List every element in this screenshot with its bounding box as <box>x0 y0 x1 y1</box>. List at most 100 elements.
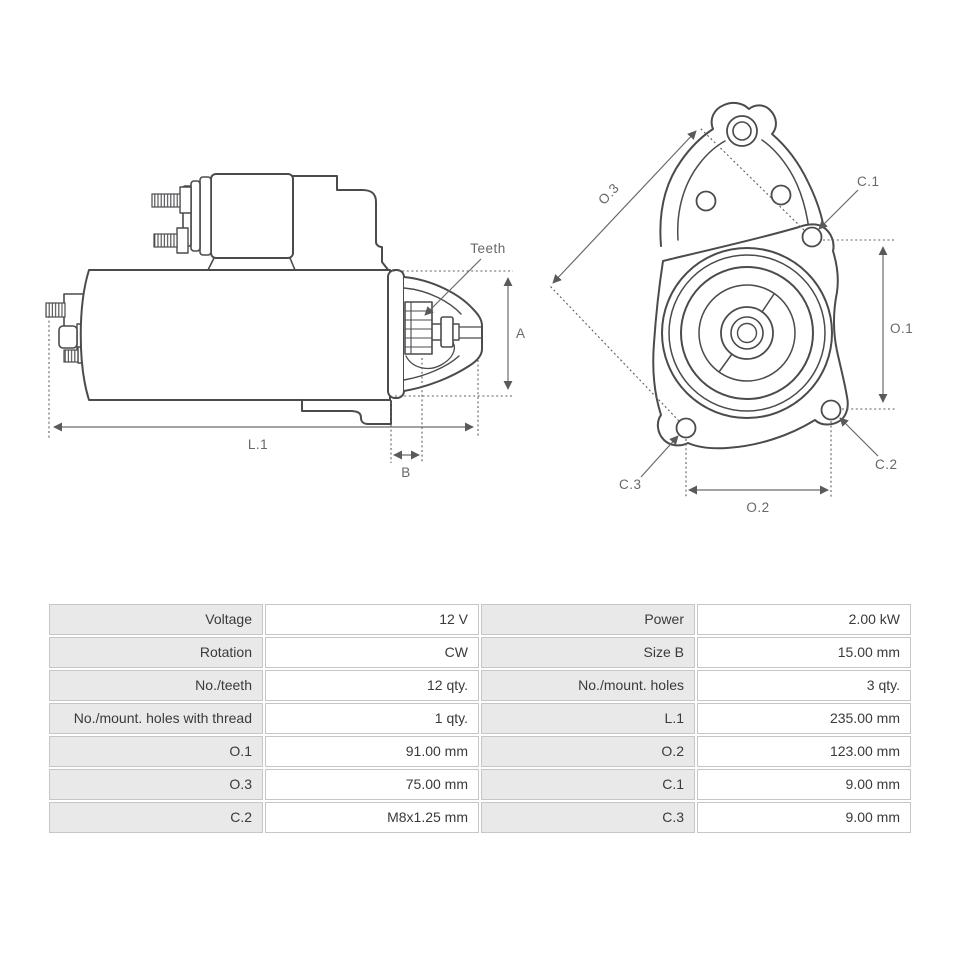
dim-label-b: B <box>401 465 411 480</box>
spec-value-cell: M8x1.25 mm <box>265 802 479 833</box>
dim-label-c3: C.3 <box>619 477 642 492</box>
spec-value-cell: CW <box>265 637 479 668</box>
top-hole-inner <box>732 121 752 141</box>
flange-circle-recess <box>698 284 796 382</box>
mount-hole-c3 <box>675 417 697 439</box>
spec-value-cell: 9.00 mm <box>697 769 911 800</box>
flange-circle-outer <box>661 247 833 419</box>
c3-leader <box>640 435 679 478</box>
spec-label-cell: Rotation <box>49 637 263 668</box>
rear-housing-outline <box>292 175 390 272</box>
pinion <box>404 301 433 355</box>
mount-hole-c1 <box>801 226 823 248</box>
dim-o2-extensions <box>685 421 832 497</box>
table-row: C.2 M8x1.25 mm C.3 9.00 mm <box>49 802 911 833</box>
shaft-nut <box>440 316 454 348</box>
solenoid-cap-ring-1 <box>199 176 212 256</box>
dim-label-c1: C.1 <box>857 174 880 189</box>
spec-label-cell: L.1 <box>481 703 695 734</box>
shaft-tip-lines <box>458 326 482 339</box>
dim-label-o3: O.3 <box>595 180 622 207</box>
spec-label-cell: O.2 <box>481 736 695 767</box>
hub-circle <box>720 306 774 360</box>
bracket-hole-right <box>770 184 792 206</box>
spec-table: Voltage 12 V Power 2.00 kW Rotation CW S… <box>47 602 913 835</box>
spec-label-cell: O.3 <box>49 769 263 800</box>
solenoid-stud-thread-2 <box>153 233 178 248</box>
spec-label-cell: C.2 <box>49 802 263 833</box>
spec-label-cell: Power <box>481 604 695 635</box>
shaft-circle <box>730 316 764 350</box>
left-stud-thread <box>45 302 66 318</box>
table-row: No./mount. holes with thread 1 qty. L.1 … <box>49 703 911 734</box>
dim-b-extensions <box>390 358 423 463</box>
dim-l1-extensions <box>48 316 479 438</box>
spec-label-cell: Voltage <box>49 604 263 635</box>
table-row: Rotation CW Size B 15.00 mm <box>49 637 911 668</box>
shaft-washer <box>452 323 460 341</box>
spec-value-cell: 91.00 mm <box>265 736 479 767</box>
shaft-lines <box>431 323 442 341</box>
c2-leader <box>839 417 879 457</box>
flange-circle-bore <box>680 266 814 400</box>
bracket-hole-left <box>695 190 717 212</box>
bell-inner-bottom <box>403 355 460 381</box>
table-row: O.1 91.00 mm O.2 123.00 mm <box>49 736 911 767</box>
dim-label-l1: L.1 <box>248 437 268 452</box>
side-view-drawing <box>45 173 483 425</box>
technical-drawing: A L.1 B Teeth <box>45 101 913 515</box>
front-view-drawing <box>652 101 849 450</box>
top-hole-outer <box>726 115 758 147</box>
dim-o3-line <box>552 130 697 284</box>
spec-label-cell: C.1 <box>481 769 695 800</box>
dim-o3-extensions <box>549 126 805 422</box>
spec-label-cell: No./mount. holes <box>481 670 695 701</box>
solenoid-stud-nut-2 <box>176 227 189 254</box>
solenoid-body <box>210 173 294 259</box>
spec-value-cell: 3 qty. <box>697 670 911 701</box>
teeth-label: Teeth <box>470 241 506 256</box>
shaft-bore-circle <box>736 322 758 344</box>
dim-a-extensions <box>393 270 513 397</box>
spec-label-cell: Size B <box>481 637 695 668</box>
solenoid-stud-nut-1 <box>179 186 192 214</box>
table-row: No./teeth 12 qty. No./mount. holes 3 qty… <box>49 670 911 701</box>
bell-cavity <box>405 341 456 370</box>
top-bracket-outline <box>659 101 827 247</box>
spec-value-cell: 12 qty. <box>265 670 479 701</box>
teeth-leader <box>424 258 482 316</box>
motor-body <box>79 269 391 401</box>
spec-value-cell: 12 V <box>265 604 479 635</box>
solenoid-cap-ring-2 <box>190 180 201 252</box>
side-view-dimensions: A L.1 B Teeth <box>48 241 526 480</box>
spec-value-cell: 75.00 mm <box>265 769 479 800</box>
mounting-ring <box>387 269 405 399</box>
table-row: Voltage 12 V Power 2.00 kW <box>49 604 911 635</box>
flange-circle-rim <box>668 254 826 412</box>
top-bracket-inner-right <box>761 139 811 241</box>
spec-label-cell: No./mount. holes with thread <box>49 703 263 734</box>
spec-value-cell: 15.00 mm <box>697 637 911 668</box>
spec-label-cell: No./teeth <box>49 670 263 701</box>
dim-label-a: A <box>516 326 526 341</box>
c1-leader <box>818 189 859 230</box>
spec-value-cell: 9.00 mm <box>697 802 911 833</box>
spec-value-cell: 1 qty. <box>265 703 479 734</box>
flange-outline <box>652 223 849 450</box>
dim-label-o1: O.1 <box>890 321 913 336</box>
bottom-bracket <box>301 399 392 425</box>
spec-value-cell: 235.00 mm <box>697 703 911 734</box>
dim-label-c2: C.2 <box>875 457 898 472</box>
spec-label-cell: C.3 <box>481 802 695 833</box>
bell-inner-top <box>403 287 462 315</box>
spec-label-cell: O.1 <box>49 736 263 767</box>
spec-value-cell: 123.00 mm <box>697 736 911 767</box>
dim-o1-extensions <box>823 239 895 410</box>
hub-sector-lines <box>718 293 775 373</box>
table-row: O.3 75.00 mm C.1 9.00 mm <box>49 769 911 800</box>
solenoid-feet <box>207 257 296 271</box>
spec-value-cell: 2.00 kW <box>697 604 911 635</box>
pinion-teeth-lines <box>404 301 433 355</box>
small-stud-thread <box>63 349 79 363</box>
